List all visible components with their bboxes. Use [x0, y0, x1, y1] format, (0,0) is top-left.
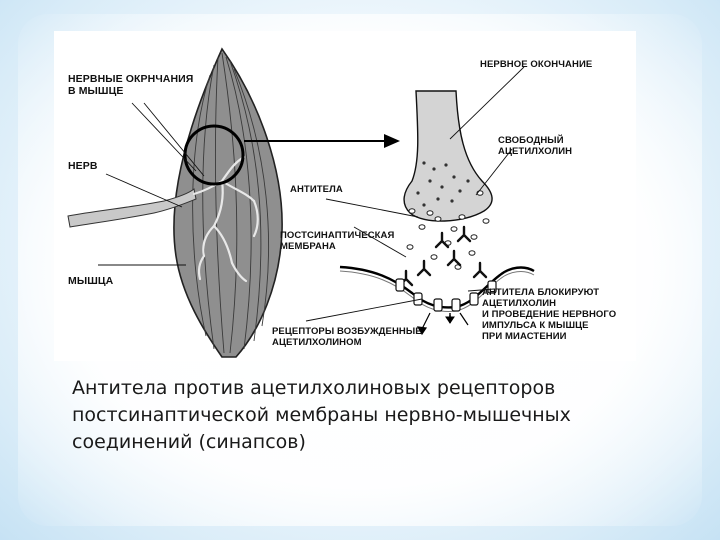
free-acetylcholine	[406, 190, 490, 270]
label-nerve-ending: НЕРВНОЕ ОКОНЧАНИЕ	[480, 59, 593, 70]
zoom-arrow	[244, 134, 400, 148]
label-antibodies-block: АНТИТЕЛА БЛОКИРУЮТ АЦЕТИЛХОЛИН И ПРОВЕДЕ…	[482, 287, 617, 342]
label-antibodies: АНТИТЕЛА	[290, 184, 343, 195]
label-postsynaptic-membrane: ПОСТСИНАПТИЧЕСКАЯ МЕМБРАНА	[280, 230, 395, 252]
acetylcholine-in-terminal	[416, 161, 470, 207]
nerve	[67, 155, 259, 283]
label-muscle: МЫШЦА	[68, 275, 114, 287]
muscle	[173, 47, 283, 358]
label-nerve: НЕРВ	[68, 160, 98, 172]
nerve-terminal	[403, 90, 493, 222]
impulse-arrows	[416, 312, 469, 336]
label-free-acetylcholine: СВОБОДНЫЙ АЦЕТИЛХОЛИН	[498, 135, 573, 157]
label-receptors-excited: РЕЦЕПТОРЫ ВОЗБУЖДЕННЫЕ АЦЕТИЛХОЛИНОМ	[272, 326, 422, 348]
slide-caption: Антитела против ацетилхолиновых рецептор…	[72, 377, 571, 453]
label-nerve-endings-in-muscle: НЕРВНЫЕ ОКРНЧАНИЯ В МЫШЦЕ	[68, 73, 194, 97]
synapse-figure: НЕРВНЫЕ ОКРНЧАНИЯ В МЫШЦЕ НЕРВ МЫШЦА НЕР…	[54, 31, 636, 361]
diagram-drawing	[67, 47, 535, 358]
highlight-circle	[183, 124, 245, 186]
receptors	[395, 278, 497, 312]
